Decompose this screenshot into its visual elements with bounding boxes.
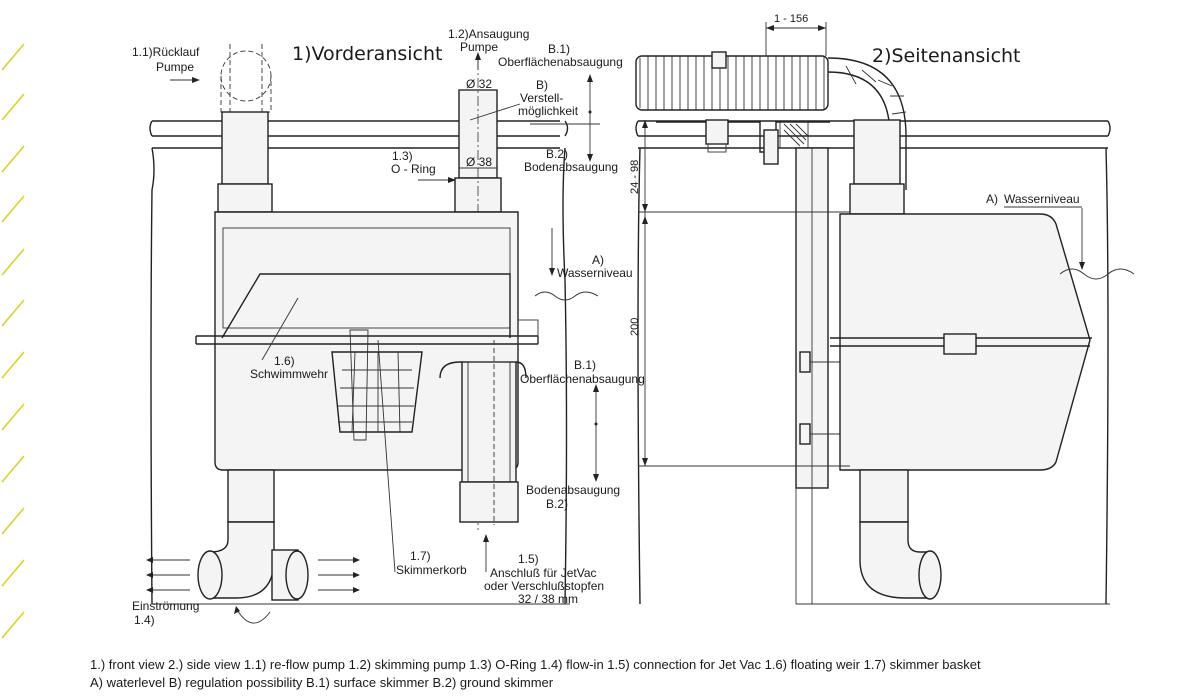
label-oberflaeche-low: Oberflächenabsaugung — [520, 372, 645, 386]
label-boden-top: Bodenabsaugung — [524, 160, 618, 174]
label-einstroem-num: 1.4) — [134, 613, 155, 627]
label-jet: Anschluß für JetVac — [490, 566, 597, 580]
label-weir-num: 1.6) — [274, 354, 295, 368]
label-jet-size: 32 / 38 mm — [518, 592, 578, 606]
label-wasser-front-a: A) — [592, 253, 604, 267]
skimmer-technical-drawing: 1)Vorderansicht 2)Seitenansicht 1.1)Rück… — [1, 13, 1135, 639]
label-ruecklauf: 1.1)Rücklauf — [132, 45, 200, 59]
front-view-title: 1)Vorderansicht — [292, 43, 443, 65]
dim-200: 200 — [629, 318, 641, 336]
label-boden-low: Bodenabsaugung — [526, 483, 620, 497]
label-korb: Skimmerkorb — [396, 563, 467, 577]
label-b1-top: B.1) — [548, 42, 570, 56]
label-ansaugung-pumpe: Pumpe — [460, 40, 498, 54]
legend-line-1: 1.) front view 2.) side view 1.1) re-flo… — [90, 657, 981, 672]
label-oring-num: 1.3) — [392, 149, 413, 163]
label-oring: O - Ring — [391, 162, 436, 176]
dim-1-156: 1 - 156 — [774, 13, 808, 25]
legend-line-2: A) waterlevel B) regulation possibility … — [90, 675, 554, 690]
diagram-labels: 1)Vorderansicht 2)Seitenansicht 1.1)Rück… — [132, 13, 1080, 627]
left-edge-decoration — [1, 43, 25, 639]
label-oberflaeche-top: Oberflächenabsaugung — [498, 55, 623, 69]
label-b2-top: B.2) — [546, 147, 568, 161]
label-ruecklauf-pumpe: Pumpe — [156, 60, 194, 74]
label-wasser-side: Wasserniveau — [1004, 192, 1080, 206]
label-dia32: Ø 32 — [466, 77, 492, 91]
label-b: B) — [536, 78, 548, 92]
label-korb-num: 1.7) — [410, 549, 431, 563]
label-wasser-front: Wasserniveau — [557, 266, 633, 280]
side-view-title: 2)Seitenansicht — [872, 45, 1021, 67]
label-weir: Schwimmwehr — [250, 367, 328, 381]
label-ansaugung: 1.2)Ansaugung — [448, 27, 529, 41]
side-view — [635, 22, 1135, 605]
label-b1-low: B.1) — [574, 358, 596, 372]
dim-24-98: 24 - 98 — [629, 160, 641, 194]
label-moeglichkeit: möglichkeit — [518, 104, 579, 118]
label-jet-stopfen: oder Verschlußstopfen — [484, 579, 604, 593]
label-dia38: Ø 38 — [466, 155, 492, 169]
label-verstell: Verstell- — [520, 91, 563, 105]
label-jet-num: 1.5) — [518, 552, 539, 566]
label-wasser-side-a: A) — [986, 192, 998, 206]
label-einstroem: Einströmung — [132, 599, 199, 613]
label-b2-low: B.2) — [546, 497, 568, 511]
front-view — [146, 44, 600, 624]
